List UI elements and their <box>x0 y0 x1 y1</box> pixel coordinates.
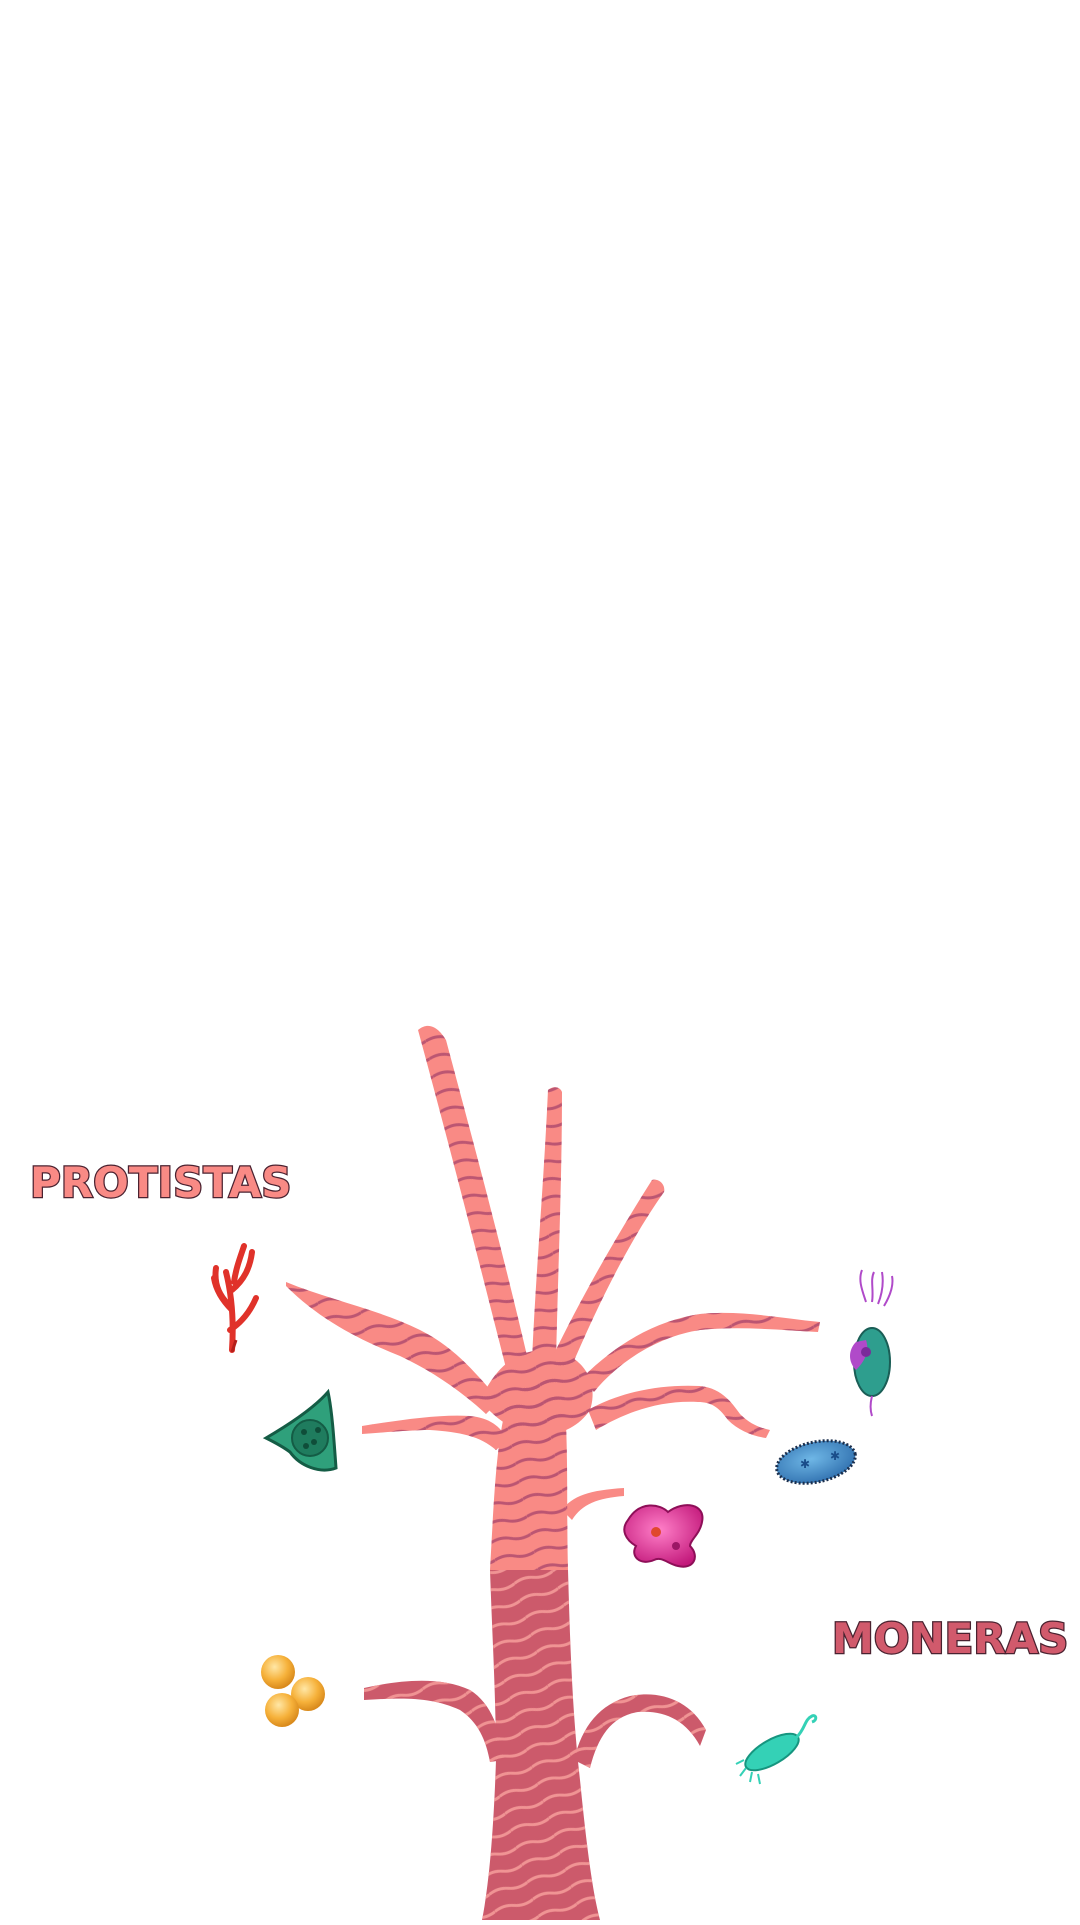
svg-text:✱: ✱ <box>830 1449 840 1463</box>
flagellated-bacterium-icon <box>735 1714 818 1785</box>
tree-upper <box>286 1025 820 1570</box>
moneras-label: MONERAS <box>831 1613 1070 1665</box>
protistas-label: PROTISTAS <box>29 1157 293 1209</box>
pink-amoeba-icon <box>623 1504 704 1568</box>
paramecium-icon: ✱ ✱ <box>775 1439 857 1485</box>
flagellate-icon <box>850 1269 894 1417</box>
svg-text:✱: ✱ <box>800 1457 810 1471</box>
red-algae-icon <box>211 1243 259 1353</box>
green-diatom-icon <box>262 1388 338 1472</box>
tree-lower <box>364 1570 706 1920</box>
cocci-bacteria-icon <box>261 1655 325 1727</box>
